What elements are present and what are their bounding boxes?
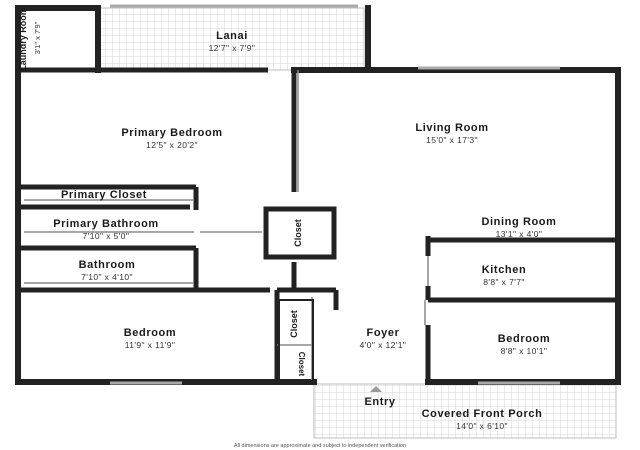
living-room-name: Living Room	[415, 122, 489, 134]
porch-dims: 14'0" x 6'10"	[456, 421, 508, 431]
primary-bedroom-dims: 12'5" x 20'2"	[146, 140, 198, 150]
lanai-name: Lanai	[216, 30, 248, 42]
primary-bathroom-dims: 7'10" x 5'0"	[82, 231, 130, 241]
laundry-room-dims: 3'1" x 7'9"	[33, 21, 42, 55]
porch-label: Covered Front Porch 14'0" x 6'10"	[422, 408, 543, 432]
bedroom-left-name: Bedroom	[123, 327, 177, 339]
primary-bedroom-name: Primary Bedroom	[121, 127, 223, 139]
primary-bathroom-label: Primary Bathroom 7'10" x 5'0"	[53, 218, 159, 242]
foyer-closet-box	[278, 299, 314, 383]
kitchen-name: Kitchen	[481, 264, 527, 276]
bathroom-name: Bathroom	[78, 259, 136, 271]
bedroom-left-label: Bedroom 11'9" x 11'9"	[124, 327, 176, 351]
lanai-dims: 12'7" x 7'9"	[208, 43, 256, 53]
primary-closet-name: Primary Closet	[60, 189, 148, 201]
laundry-room-name: Laundry Room	[18, 7, 28, 71]
lanai-area	[97, 7, 365, 71]
entry-name: Entry	[364, 396, 396, 408]
lanai-label: Lanai 12'7" x 7'9"	[209, 30, 256, 54]
hall-closet-label: Closet	[293, 201, 307, 265]
entry-label: Entry	[364, 396, 395, 409]
lower-closet-label: Closet	[294, 339, 306, 389]
lower-closet-name: Closet	[297, 351, 306, 377]
primary-bedroom-label: Primary Bedroom 12'5" x 20'2"	[121, 127, 222, 151]
bedroom-right-dims: 8'8" x 10'1"	[500, 346, 548, 356]
kitchen-label: Kitchen 8'8" x 7'7"	[482, 264, 527, 288]
bedroom-right-label: Bedroom 8'8" x 10'1"	[498, 333, 550, 357]
foyer-dims: 4'0" x 12'1"	[359, 340, 407, 350]
dining-room-dims: 13'1" x 4'0"	[495, 229, 543, 239]
primary-closet-label: Primary Closet	[61, 189, 147, 202]
dining-room-label: Dining Room 13'1" x 4'0"	[481, 216, 556, 240]
foyer-label: Foyer 4'0" x 12'1"	[360, 327, 407, 351]
bedroom-left-dims: 11'9" x 11'9"	[124, 340, 176, 350]
bathroom-dims: 7'10" x 4'10"	[81, 272, 133, 282]
porch-name: Covered Front Porch	[421, 408, 543, 420]
laundry-dims-label: 3'1" x 7'9"	[33, 3, 45, 73]
entry-arrow-icon	[370, 386, 382, 392]
disclaimer-text: All dimensions are approximate and subje…	[233, 443, 407, 449]
bedroom-right-name: Bedroom	[497, 333, 551, 345]
dining-room-name: Dining Room	[481, 216, 557, 228]
hall-closet-name: Closet	[293, 219, 303, 247]
bathroom-label: Bathroom 7'10" x 4'10"	[79, 259, 136, 283]
living-room-dims: 15'0" x 17'3"	[426, 135, 478, 145]
windows	[110, 4, 560, 385]
living-room-label: Living Room 15'0" x 17'3"	[415, 122, 488, 146]
laundry-label: Laundry Room	[18, 4, 32, 74]
porch-area	[313, 383, 617, 439]
foyer-name: Foyer	[366, 327, 400, 339]
kitchen-dims: 8'8" x 7'7"	[483, 277, 525, 287]
interior-walls	[18, 67, 618, 382]
primary-bathroom-name: Primary Bathroom	[53, 218, 159, 230]
hall-closet-box	[263, 206, 337, 260]
